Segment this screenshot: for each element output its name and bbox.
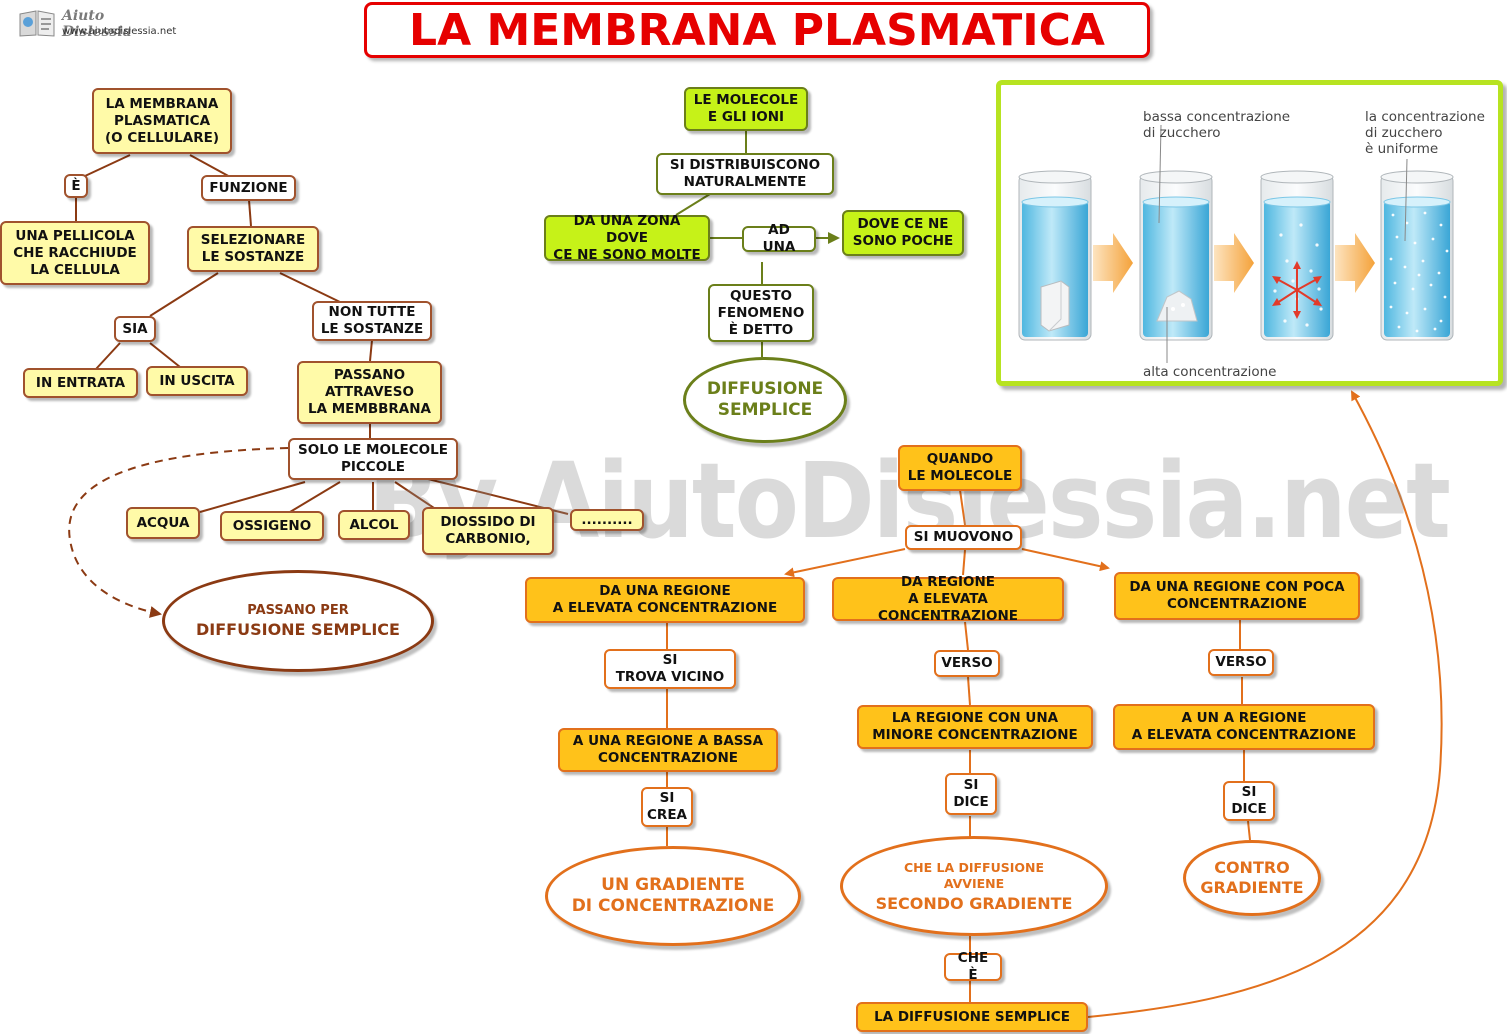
ellipse-diffusione-semplice-middle: DIFFUSIONE SEMPLICE bbox=[683, 357, 847, 443]
node-in-uscita: IN USCITA bbox=[146, 366, 248, 396]
ellipse-secondo-small-label: CHE LA DIFFUSIONE AVVIENE bbox=[903, 859, 1045, 891]
node-dots: .......... bbox=[570, 509, 644, 531]
arrow-1 bbox=[1093, 233, 1133, 293]
node-dove-poche: DOVE CE NE SONO POCHE bbox=[842, 210, 964, 256]
node-molecole-ioni: LE MOLECOLE E GLI IONI bbox=[684, 87, 808, 131]
node-in-entrata: IN ENTRATA bbox=[23, 368, 138, 398]
node-si-distribuiscono: SI DISTRIBUISCONO NATURALMENTE bbox=[656, 153, 834, 195]
node-funzione: FUNZIONE bbox=[201, 175, 296, 201]
node-col1-top: DA UNA REGIONE A ELEVATA CONCENTRAZIONE bbox=[525, 577, 805, 623]
node-col2-diffusione: LA DIFFUSIONE SEMPLICE bbox=[856, 1002, 1088, 1032]
node-quando: QUANDO LE MOLECOLE bbox=[898, 445, 1022, 491]
ellipse-gradiente-label: UN GRADIENTE DI CONCENTRAZIONE bbox=[571, 875, 775, 916]
ellipse-middle-label: DIFFUSIONE SEMPLICE bbox=[706, 379, 824, 420]
node-diossido: DIOSSIDO DI CARBONIO, bbox=[422, 507, 554, 555]
page-title: LA MEMBRANA PLASMATICA bbox=[364, 2, 1150, 58]
node-col3-verso: VERSO bbox=[1208, 649, 1274, 676]
node-acqua: ACQUA bbox=[126, 507, 200, 539]
node-ossigeno: OSSIGENO bbox=[220, 511, 324, 541]
ellipse-secondo-gradiente: CHE LA DIFFUSIONE AVVIENE SECONDO GRADIE… bbox=[840, 836, 1108, 936]
diffusion-illustration: bassa concentrazione di zucchero la conc… bbox=[996, 80, 1503, 386]
node-root: LA MEMBRANA PLASMATICA (O CELLULARE) bbox=[92, 88, 232, 154]
node-col2-che-e: CHE È bbox=[944, 950, 1002, 983]
node-e: È bbox=[64, 174, 88, 198]
ellipse-gradiente: UN GRADIENTE DI CONCENTRAZIONE bbox=[545, 846, 801, 946]
node-col3-elevata: A UN A REGIONE A ELEVATA CONCENTRAZIONE bbox=[1113, 704, 1375, 750]
ellipse-passano-label: PASSANO PER bbox=[247, 603, 349, 618]
node-solo-molecole: SOLO LE MOLECOLE PICCOLE bbox=[288, 438, 458, 480]
ellipse-contro-label: CONTRO GRADIENTE bbox=[1200, 858, 1304, 897]
beaker-1 bbox=[1018, 170, 1092, 341]
arrow-2 bbox=[1214, 233, 1254, 293]
node-col1-si-trova: SI TROVA VICINO bbox=[604, 649, 736, 689]
caption-concentrazione-uniforme: la concentrazione di zucchero è uniforme bbox=[1365, 109, 1485, 157]
ellipse-secondo-big-label: SECONDO GRADIENTE bbox=[875, 893, 1073, 913]
node-col2-top: DA REGIONE A ELEVATA CONCENTRAZIONE bbox=[832, 574, 1064, 624]
node-col1-bassa: A UNA REGIONE A BASSA CONCENTRAZIONE bbox=[558, 728, 778, 772]
node-col3-si-dice: SI DICE bbox=[1223, 781, 1275, 821]
logo-url: www.aiutodislessia.net bbox=[62, 26, 177, 37]
ellipse-passano-diffusione: PASSANO PER DIFFUSIONE SEMPLICE bbox=[162, 570, 434, 672]
ellipse-contro-gradiente: CONTRO GRADIENTE bbox=[1183, 840, 1321, 916]
node-selezionare: SELEZIONARE LE SOSTANZE bbox=[187, 226, 319, 272]
node-questo-fenomeno: QUESTO FENOMENO È DETTO bbox=[708, 284, 814, 342]
node-alcol: ALCOL bbox=[338, 510, 410, 540]
node-si-muovono: SI MUOVONO bbox=[905, 525, 1022, 550]
node-non-tutte: NON TUTTE LE SOSTANZE bbox=[312, 301, 432, 341]
logo-title: Aiuto Dislessia bbox=[62, 8, 132, 40]
node-col1-si-crea: SI CREA bbox=[641, 787, 693, 827]
ellipse-diffusione-label: DIFFUSIONE SEMPLICE bbox=[196, 620, 400, 639]
node-passano: PASSANO ATTRAVESO LA MEMBBRANA bbox=[297, 361, 442, 424]
site-logo: Aiuto Dislessia www.aiutodislessia.net bbox=[18, 6, 178, 42]
arrow-3 bbox=[1335, 233, 1375, 293]
node-sia: SIA bbox=[114, 316, 156, 342]
book-icon bbox=[19, 10, 55, 37]
beaker-3 bbox=[1260, 170, 1334, 341]
node-pellicola: UNA PELLICOLA CHE RACCHIUDE LA CELLULA bbox=[0, 221, 150, 285]
caption-bassa-concentrazione: bassa concentrazione di zucchero bbox=[1143, 109, 1291, 141]
node-ad-una: AD UNA bbox=[742, 222, 816, 255]
node-col2-verso: VERSO bbox=[934, 650, 1000, 677]
caption-alta-concentrazione: alta concentrazione bbox=[1143, 364, 1277, 380]
beaker-2 bbox=[1139, 124, 1213, 363]
node-da-una-zona: DA UNA ZONA DOVE CE NE SONO MOLTE bbox=[544, 213, 710, 263]
node-col3-top: DA UNA REGIONE CON POCA CONCENTRAZIONE bbox=[1114, 572, 1360, 620]
beaker-4 bbox=[1380, 158, 1454, 341]
node-col2-minore: LA REGIONE CON UNA MINORE CONCENTRAZIONE bbox=[857, 705, 1093, 749]
beakers-drawing bbox=[1018, 124, 1454, 363]
node-col2-si-dice: SI DICE bbox=[945, 773, 997, 815]
